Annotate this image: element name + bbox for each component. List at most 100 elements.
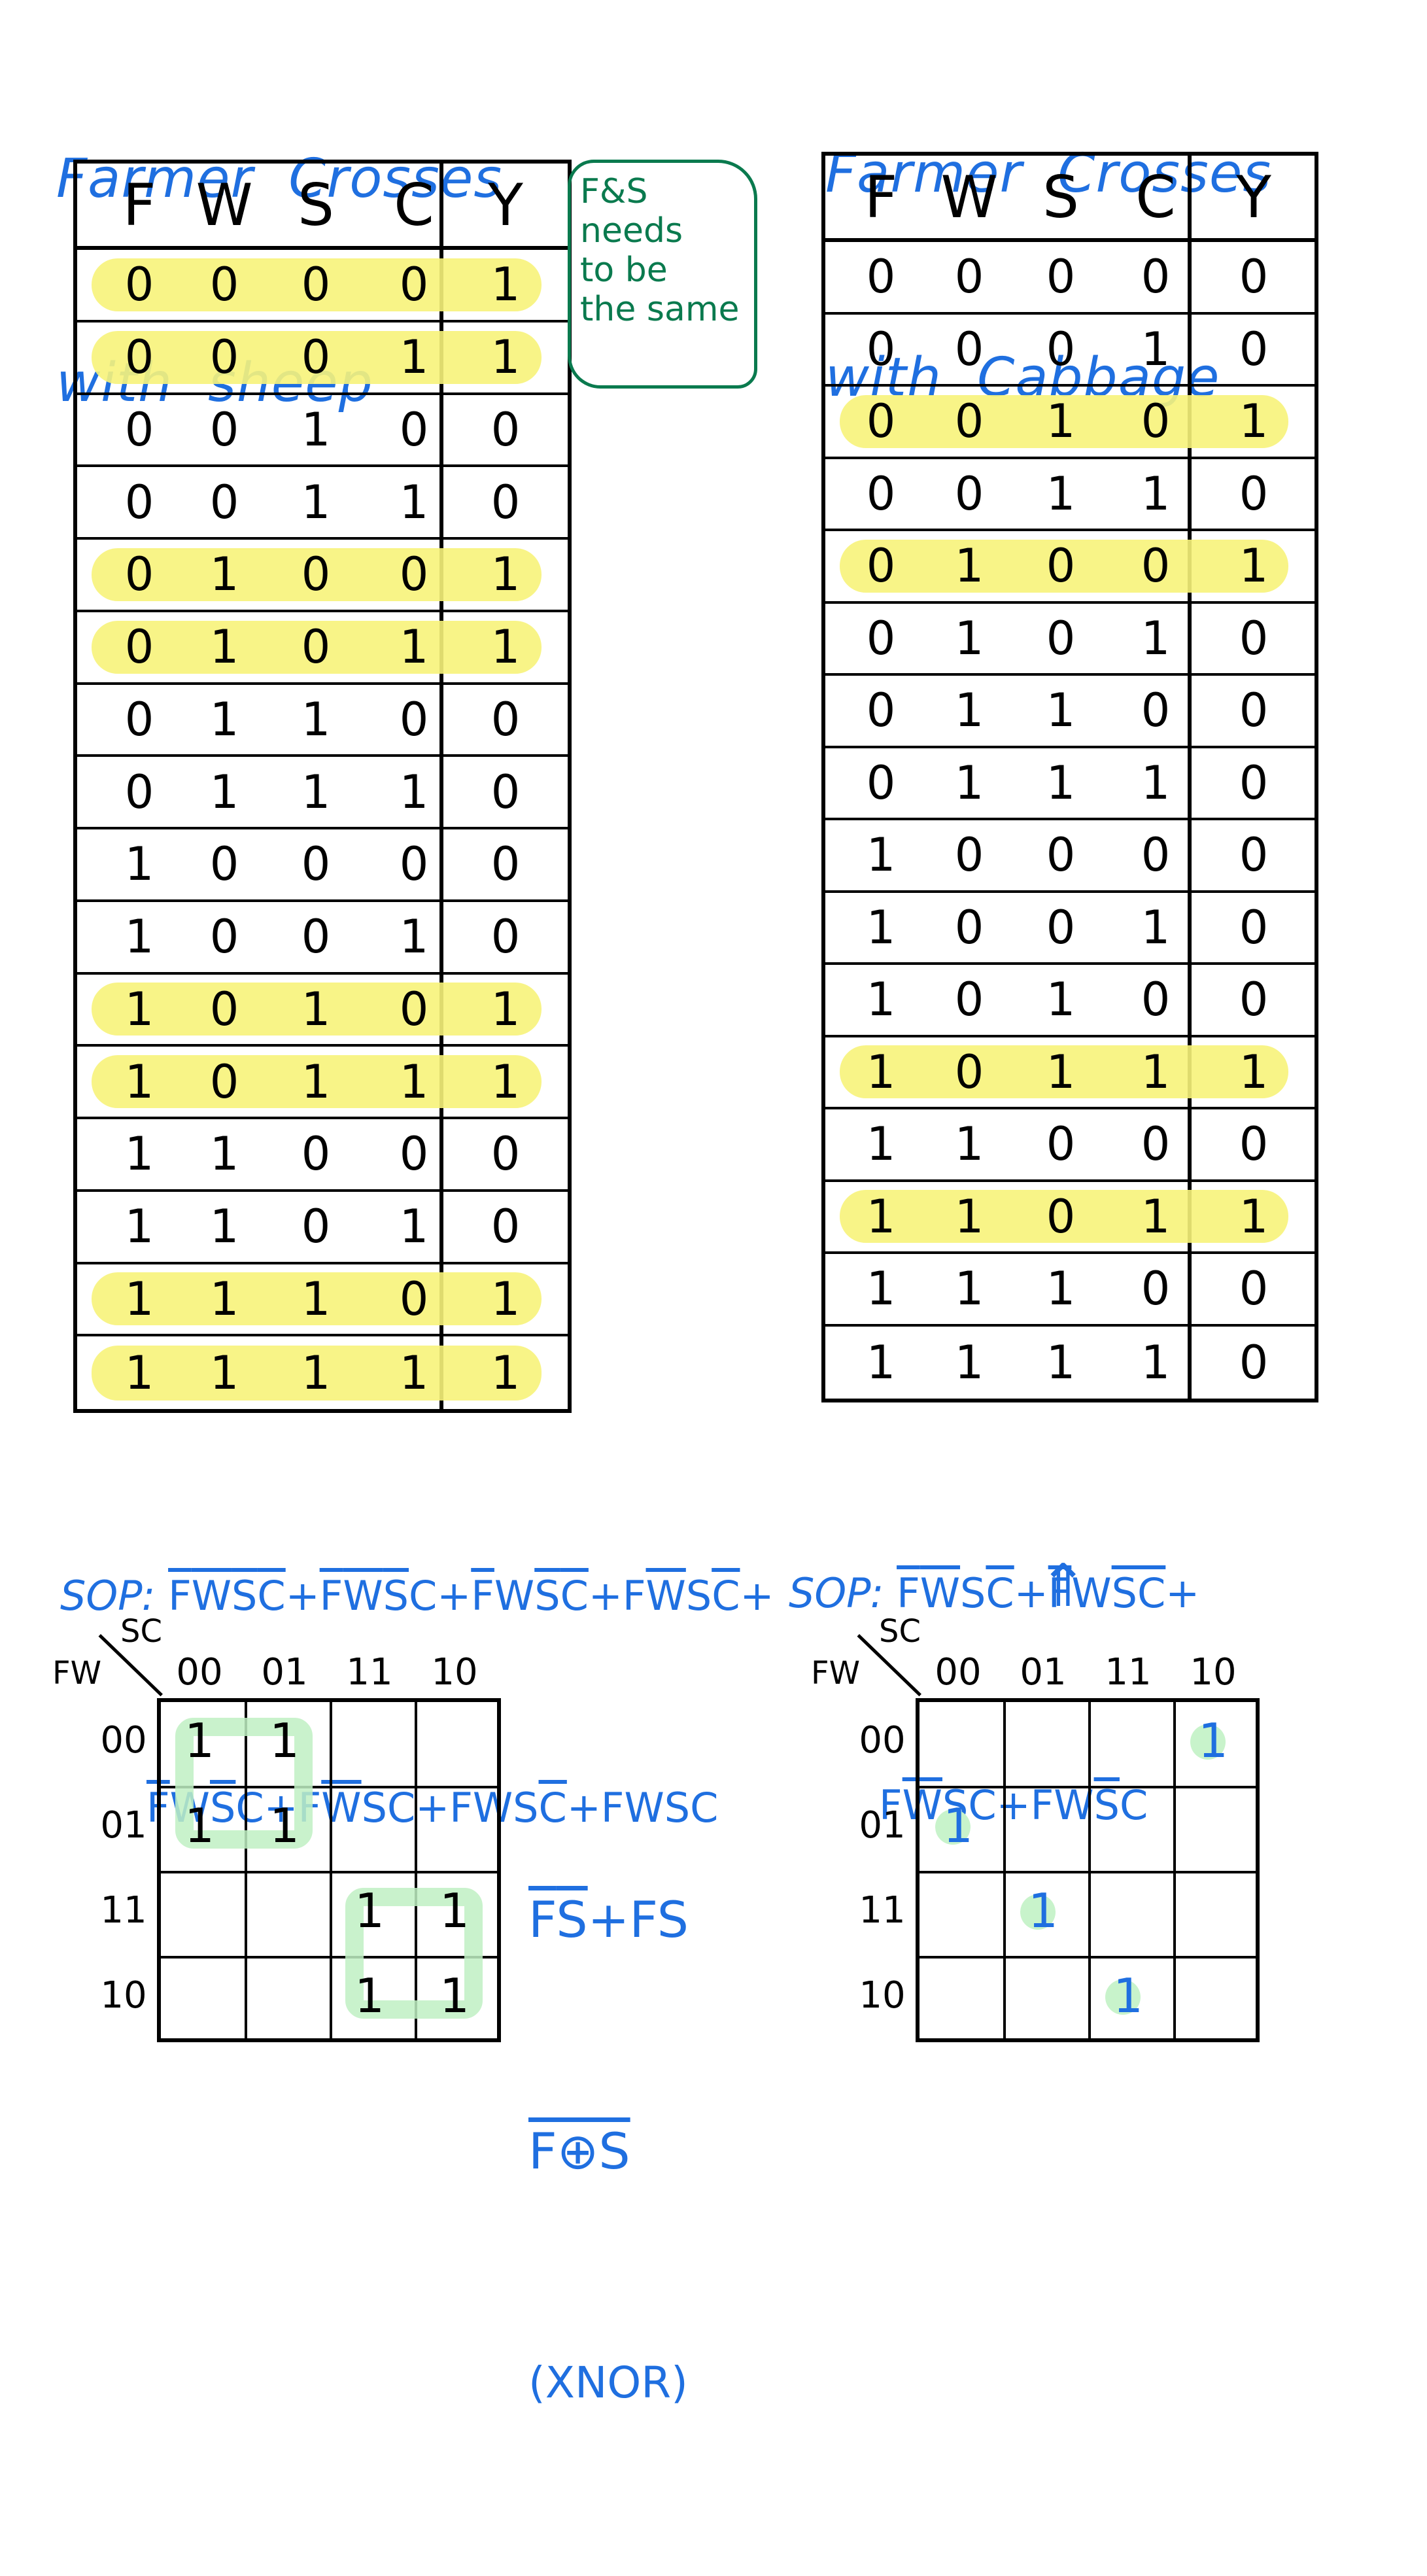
variable-s: S xyxy=(513,1784,539,1832)
kmap-cell xyxy=(157,1868,242,1953)
table-cell: 0 xyxy=(1141,1117,1171,1172)
up-arrow-icon: ⇑ xyxy=(1039,1552,1088,1620)
variable-f: F xyxy=(471,1572,494,1620)
kmap-cell xyxy=(1001,1698,1086,1783)
row-highlight xyxy=(92,1055,542,1109)
table-cell: 0 xyxy=(301,1127,331,1181)
right-sop: SOP: FWSC+FWSC+ FWSC+FWSC xyxy=(789,1417,1199,1982)
kmap-row-header: 00 xyxy=(859,1719,906,1762)
grid-line xyxy=(1088,1702,1091,2038)
table-cell: 1 xyxy=(1046,1045,1076,1099)
table-cell: 1 xyxy=(866,900,896,954)
table-cell: 1 xyxy=(301,1054,331,1109)
table-cell: 0 xyxy=(1141,684,1171,738)
column-header-c: C xyxy=(1135,163,1176,231)
variable-w: W xyxy=(1071,1569,1112,1617)
kmap-cell xyxy=(916,1698,1001,1783)
kmap-cell xyxy=(242,1868,327,1953)
column-header-s: S xyxy=(298,171,334,239)
kmap-cell: 1 xyxy=(439,1883,470,1938)
grid-line xyxy=(1003,1702,1006,2038)
table-cell: 0 xyxy=(1046,611,1076,665)
kmap-cell xyxy=(327,1783,412,1868)
table-cell: 1 xyxy=(399,765,429,819)
kmap-row-header: 10 xyxy=(100,1974,147,2017)
table-cell: 1 xyxy=(301,402,331,457)
note-line: the same xyxy=(580,290,740,329)
kmap-col-variable: SC xyxy=(120,1613,162,1650)
variable-f: F xyxy=(629,1890,657,1949)
table-cell: 0 xyxy=(1141,1262,1171,1316)
table-cell: 0 xyxy=(301,1200,331,1254)
table-cell: 1 xyxy=(1239,1189,1269,1244)
table-cell: 1 xyxy=(954,684,984,738)
variable-s: S xyxy=(556,1890,588,1949)
variable-c: C xyxy=(1137,1569,1166,1617)
table-cell: 1 xyxy=(124,1054,154,1109)
table-cell: 0 xyxy=(490,1127,521,1181)
plus-sign: + xyxy=(587,1890,630,1949)
kmap-group-dot xyxy=(1020,1894,1056,1930)
table-cell: 0 xyxy=(866,322,896,376)
column-header-s: S xyxy=(1042,163,1079,231)
kmap-cell xyxy=(412,1783,497,1868)
table-cell: 0 xyxy=(301,258,331,312)
table-cell: 1 xyxy=(954,1262,984,1316)
table-cell: 0 xyxy=(399,982,429,1036)
grid-line xyxy=(1173,1702,1176,2038)
table-cell: 0 xyxy=(1046,900,1076,954)
table-cell: 0 xyxy=(209,1054,239,1109)
table-cell: 1 xyxy=(490,258,521,312)
kmap-cell: 1 xyxy=(1113,1968,1143,2023)
table-cell: 1 xyxy=(209,1272,239,1326)
note-box: F&S needs to be the same xyxy=(568,160,757,389)
table-cell: 0 xyxy=(1239,756,1269,810)
table-cell: 0 xyxy=(301,910,331,964)
table-cell: 1 xyxy=(124,1200,154,1254)
table-cell: 0 xyxy=(866,684,896,738)
variable-f: F xyxy=(528,1890,557,1949)
table-cell: 0 xyxy=(866,539,896,593)
table-cell: 1 xyxy=(954,611,984,665)
row-highlight xyxy=(840,1190,1288,1244)
variable-s: S xyxy=(383,1572,409,1620)
table-cell: 0 xyxy=(490,1200,521,1254)
variable-s: S xyxy=(685,1572,712,1620)
simplified-expressions: FS+FS F⊕S (XNOR) xyxy=(528,1727,689,2576)
table-cell: 0 xyxy=(209,982,239,1036)
kmap-row-header: 10 xyxy=(859,1974,906,2017)
column-header-y: Y xyxy=(488,171,523,239)
kmap-cell xyxy=(916,1868,1001,1953)
variable-s: S xyxy=(960,1569,986,1617)
table-cell: 1 xyxy=(301,982,331,1036)
table-cell: 1 xyxy=(1046,466,1076,521)
table-cell: 0 xyxy=(399,1272,429,1326)
table-cell: 1 xyxy=(490,1346,521,1400)
table-cell: 1 xyxy=(209,620,239,674)
table-cell: 1 xyxy=(399,910,429,964)
variable-f: F xyxy=(1030,1781,1054,1829)
grid-line xyxy=(161,1956,497,1958)
table-cell: 1 xyxy=(1046,756,1076,810)
table-cell: 0 xyxy=(1141,394,1171,449)
variable-s: S xyxy=(664,1784,691,1832)
note-line: needs xyxy=(580,211,683,251)
kmap-col-header: 11 xyxy=(346,1651,393,1694)
table-cell: 0 xyxy=(1239,900,1269,954)
kmap-group-dot xyxy=(935,1809,971,1845)
left-sop-line2: FWSC+FWSC+FWSC+FWSC xyxy=(60,1773,774,1843)
kmap-col-header: 01 xyxy=(1020,1651,1067,1694)
table-cell: 0 xyxy=(490,402,521,457)
table-cell: 1 xyxy=(954,756,984,810)
table-cell: 0 xyxy=(209,330,239,385)
table-cell: 0 xyxy=(1046,539,1076,593)
plus-sign: + xyxy=(996,1781,1031,1829)
